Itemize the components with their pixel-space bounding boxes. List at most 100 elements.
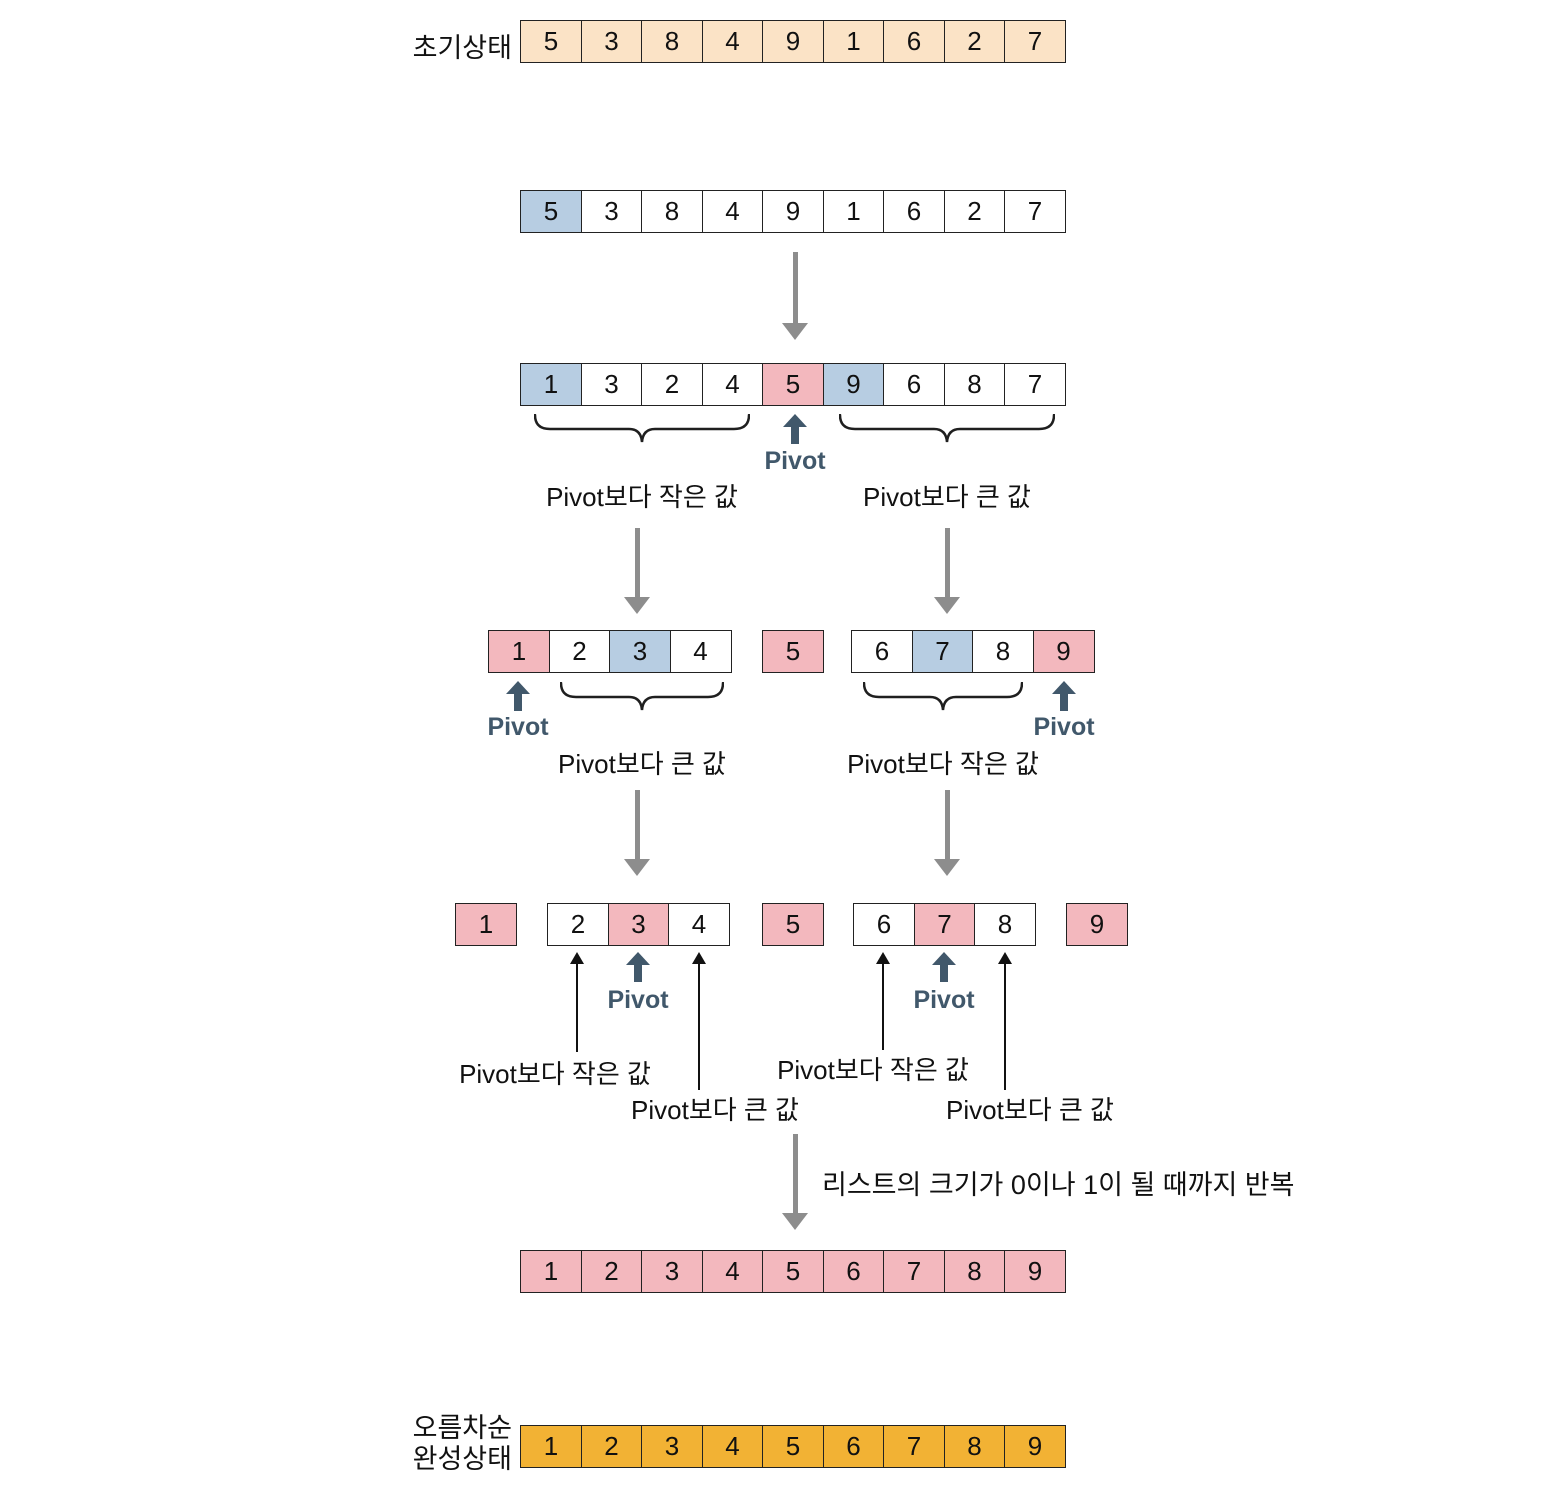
array-cell: 2: [580, 1425, 643, 1468]
arrow-shaft: [792, 252, 798, 323]
smaller-desc-3: Pivot보다 작은 값: [459, 1059, 651, 1089]
arrow-shaft: [944, 528, 950, 597]
arrow-shaft: [791, 427, 799, 444]
pivot-label-3: Pivot: [1033, 713, 1095, 741]
arrow-shaft: [514, 694, 522, 711]
array-cell: 6: [822, 1250, 885, 1293]
arrow-head: [998, 952, 1012, 964]
array-cell: 8: [943, 1250, 1006, 1293]
flow-arrow-down-4: [624, 790, 650, 876]
arrow-head: [934, 859, 960, 876]
array-cell: 3: [580, 20, 643, 63]
array-cell: 4: [701, 1250, 764, 1293]
arrow-shaft: [940, 965, 948, 982]
arrow-shaft: [881, 964, 885, 1050]
array-cell: 6: [883, 190, 945, 233]
final-state-label-line1: 오름차순: [412, 1413, 512, 1443]
flow-arrow-down-3: [934, 528, 960, 614]
array-cell: 1: [822, 190, 885, 233]
smaller-desc-2: Pivot보다 작은 값: [847, 749, 1039, 779]
arrow-shaft: [792, 1134, 798, 1213]
array-cell: 4: [669, 630, 732, 673]
arrow-shaft: [1060, 694, 1068, 711]
array-cell: 2: [548, 630, 611, 673]
array-cell: 7: [883, 1425, 945, 1468]
array-cell: 3: [580, 363, 643, 406]
array-cell: 7: [913, 903, 976, 946]
array-cell: 7: [1004, 190, 1066, 233]
array-cell: 6: [851, 630, 913, 673]
array-cell: 3: [641, 1250, 703, 1293]
arrow-head: [782, 323, 808, 340]
array-cell: 8: [974, 903, 1036, 946]
array-cell: 6: [883, 363, 945, 406]
array-cell: 9: [762, 20, 824, 63]
underbrace-larger-2: [560, 682, 724, 711]
array-row-step4-g3: 5: [762, 903, 824, 946]
array-cell: 1: [488, 630, 550, 673]
arrow-head: [624, 859, 650, 876]
arrow-head: [782, 1213, 808, 1230]
array-cell: 9: [1004, 1250, 1066, 1293]
repeat-note: 리스트의 크기가 0이나 1이 될 때까지 반복: [822, 1170, 1295, 1200]
array-cell: 7: [1004, 363, 1066, 406]
array-cell: 3: [641, 1425, 703, 1468]
array-cell: 5: [520, 190, 582, 233]
array-cell: 7: [911, 630, 974, 673]
flow-arrow-down-6: [782, 1134, 808, 1230]
array-cell: 3: [607, 903, 670, 946]
array-cell: 7: [883, 1250, 945, 1293]
array-cell: 4: [701, 20, 764, 63]
array-cell: 9: [1032, 630, 1095, 673]
array-cell: 6: [883, 20, 945, 63]
pivot-arrow-2: [506, 681, 530, 711]
pivot-arrow-1: [783, 414, 807, 444]
pivot-label-5: Pivot: [913, 986, 975, 1014]
arrow-shaft: [1003, 964, 1007, 1090]
array-cell: 4: [701, 190, 764, 233]
array-cell: 5: [520, 20, 582, 63]
array-cell: 8: [972, 630, 1034, 673]
array-cell: 3: [580, 190, 643, 233]
arrow-shaft: [634, 790, 640, 859]
array-cell: 2: [547, 903, 609, 946]
array-cell: 5: [762, 1250, 824, 1293]
array-cell: 8: [943, 363, 1006, 406]
final-state-label: 오름차순 완성상태: [350, 1413, 512, 1475]
arrow-head: [692, 952, 706, 964]
arrow-head: [624, 597, 650, 614]
array-cell: 5: [762, 363, 824, 406]
array-cell: 2: [580, 1250, 643, 1293]
array-cell: 9: [762, 190, 824, 233]
flow-arrow-down-2: [624, 528, 650, 614]
smaller-pointer-arrow-right: [876, 952, 890, 1050]
arrow-head: [1052, 681, 1076, 694]
arrow-shaft: [944, 790, 950, 859]
array-cell: 1: [822, 20, 885, 63]
array-cell: 9: [1004, 1425, 1066, 1468]
arrow-shaft: [634, 528, 640, 597]
array-cell: 9: [1066, 903, 1128, 946]
larger-pointer-arrow-right: [998, 952, 1012, 1090]
array-cell: 8: [943, 1425, 1006, 1468]
larger-pointer-arrow-left: [692, 952, 706, 1090]
arrow-shaft: [697, 964, 701, 1090]
array-cell: 2: [641, 363, 703, 406]
pivot-arrow-3: [1052, 681, 1076, 711]
arrow-head: [506, 681, 530, 694]
pivot-label-1: Pivot: [764, 447, 826, 475]
initial-state-label: 초기상태: [412, 33, 512, 63]
final-state-label-line2: 완성상태: [412, 1444, 512, 1474]
arrow-head: [783, 414, 807, 427]
arrow-head: [934, 597, 960, 614]
array-cell: 1: [520, 1425, 582, 1468]
arrow-head: [932, 952, 956, 965]
array-cell: 2: [943, 20, 1006, 63]
arrow-head: [570, 952, 584, 964]
